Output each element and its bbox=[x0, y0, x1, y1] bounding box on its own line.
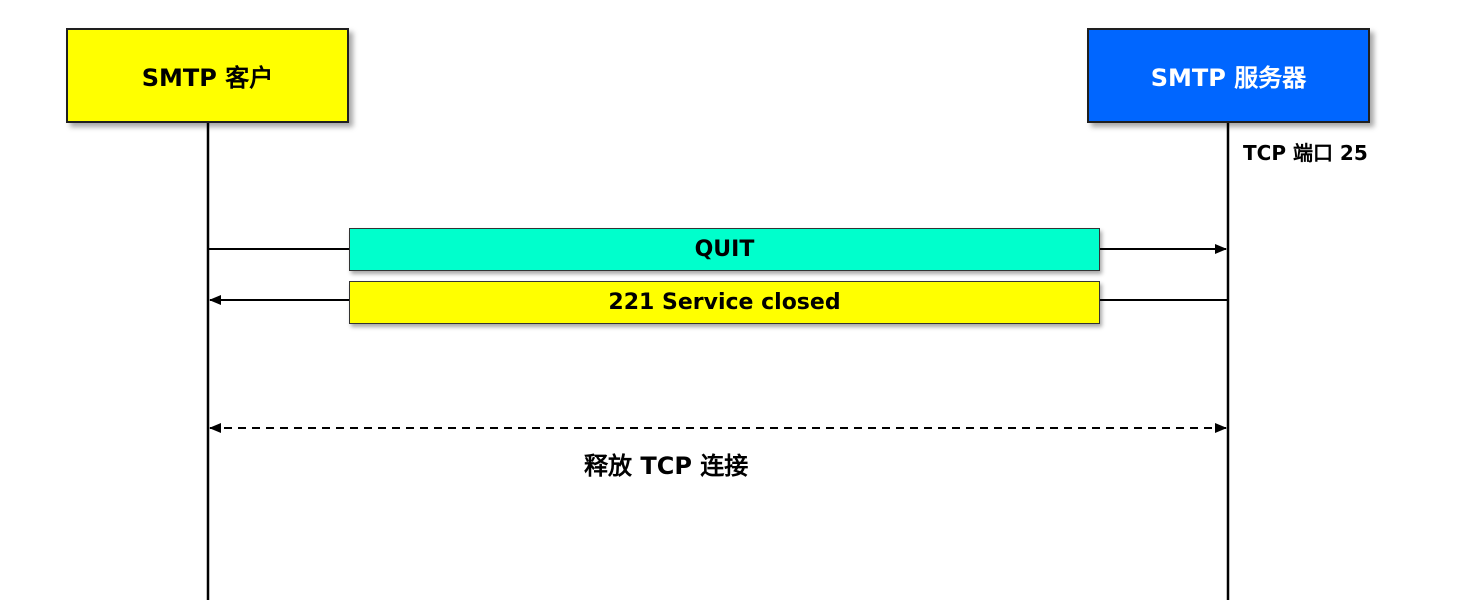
smtp-client-box: SMTP 客户 bbox=[66, 28, 349, 123]
smtp-server-box: SMTP 服务器 bbox=[1087, 28, 1370, 123]
release-connection-label: 释放 TCP 连接 bbox=[584, 452, 749, 480]
smtp-client-label: SMTP 客户 bbox=[141, 64, 274, 92]
quit-message-bar: QUIT bbox=[349, 228, 1100, 271]
service-closed-message-bar: 221 Service closed bbox=[349, 281, 1100, 324]
server-port-label: TCP 端口 25 bbox=[1243, 141, 1368, 165]
service-closed-message-label: 221 Service closed bbox=[608, 290, 841, 315]
quit-message-label: QUIT bbox=[694, 237, 755, 262]
smtp-server-label: SMTP 服务器 bbox=[1150, 64, 1307, 92]
